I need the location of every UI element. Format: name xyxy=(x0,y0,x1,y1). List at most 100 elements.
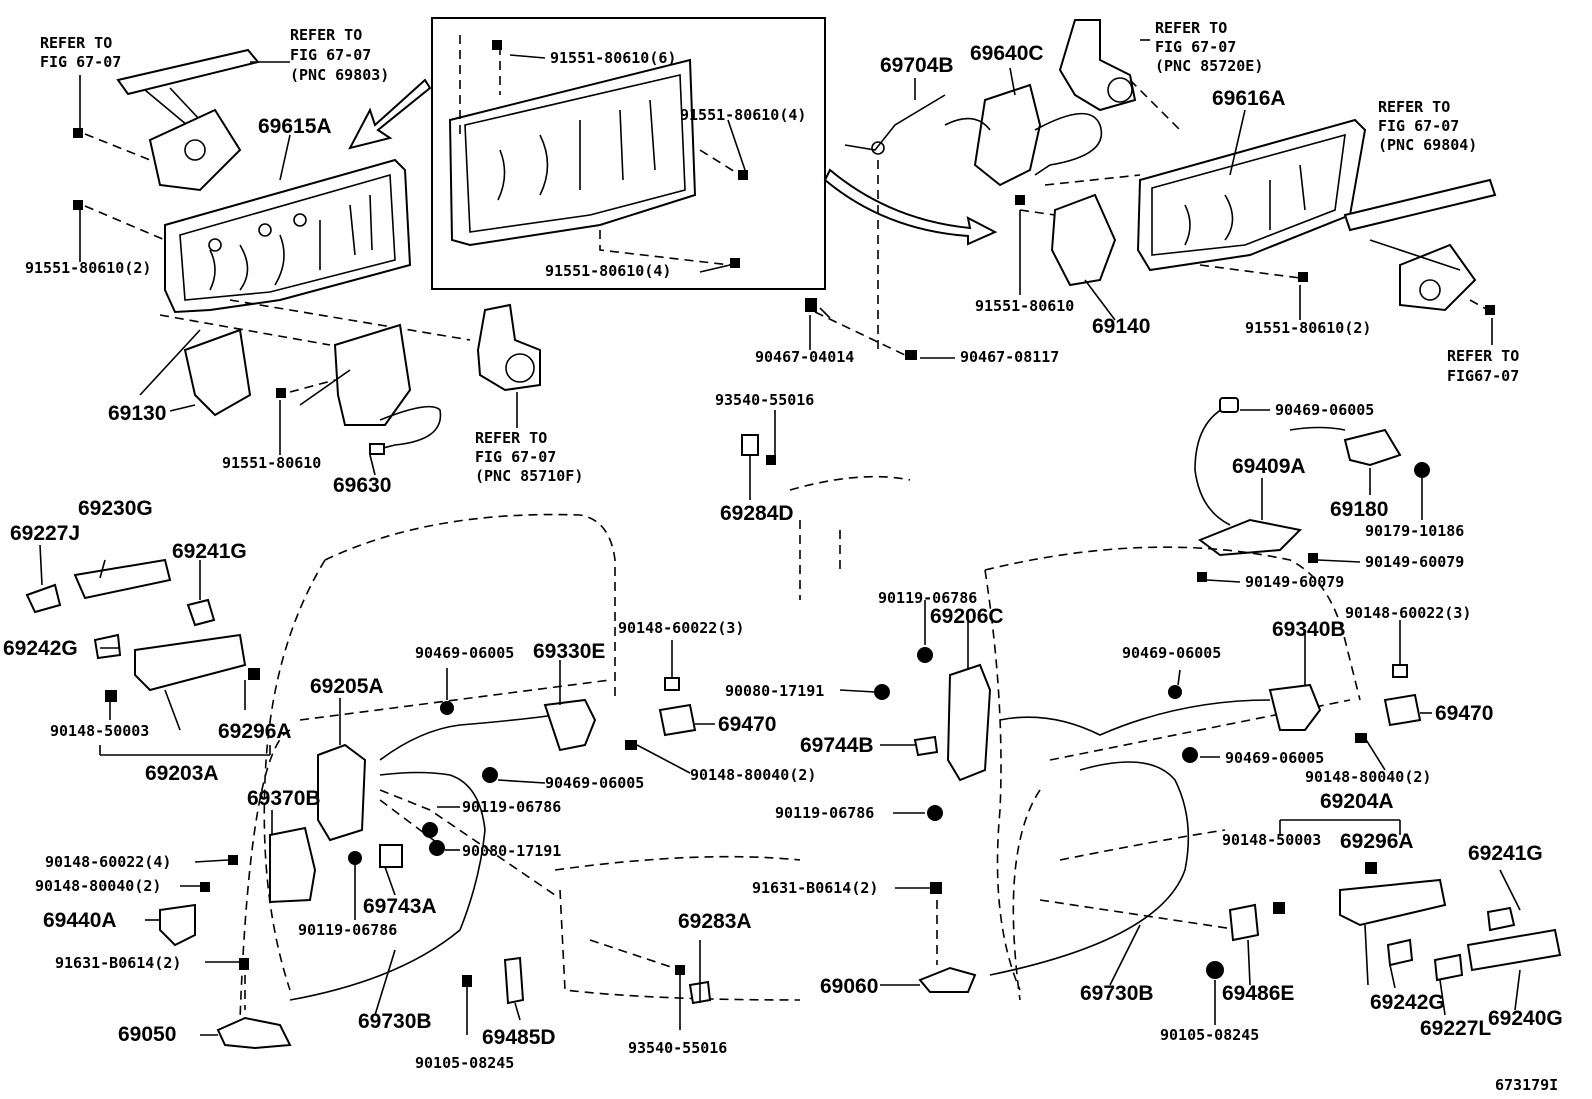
bracket-69486E xyxy=(1228,903,1260,942)
leader-lines xyxy=(39,39,1521,1036)
label-69409A: 69409A xyxy=(1232,455,1306,478)
pad-69242G-left xyxy=(93,633,122,660)
label-69616A: 69616A xyxy=(1212,87,1286,110)
lever-69050 xyxy=(216,1016,292,1050)
label-69744B: 69744B xyxy=(800,734,874,757)
label-69242G-left: 69242G xyxy=(3,637,78,660)
label-69206C: 69206C xyxy=(930,605,1004,628)
cover-69440A xyxy=(159,903,196,947)
cap-69743A xyxy=(379,844,403,868)
label-refer-69804-3: (PNC 69804) xyxy=(1378,136,1477,154)
front-latch-group xyxy=(159,434,776,1050)
door-inner-panel-69616A xyxy=(1136,118,1367,272)
label-91551-80610-4b: 91551-80610(4) xyxy=(545,262,671,280)
label-90148-50003-right: 90148-50003 xyxy=(1222,831,1321,849)
label-refer-69803-3: (PNC 69803) xyxy=(290,66,389,84)
window-regulator-left xyxy=(116,48,260,96)
label-69140: 69140 xyxy=(1092,315,1150,338)
label-90469-06005-top: 90469-06005 xyxy=(1275,401,1374,419)
label-refer-69803-2: FIG 67-07 xyxy=(290,46,371,64)
handle-69230G xyxy=(73,558,172,600)
rear-cable-group xyxy=(1194,397,1430,582)
cable-69330E xyxy=(379,714,556,761)
label-90467-08117: 90467-08117 xyxy=(960,348,1059,366)
cap-69227L xyxy=(1433,953,1464,982)
label-91631-B0614-2-right: 91631-B0614(2) xyxy=(752,879,878,897)
handle-frame-69203A xyxy=(134,633,247,692)
label-90119-06786-rlow: 90119-06786 xyxy=(775,804,874,822)
label-69296A-right: 69296A xyxy=(1340,830,1414,853)
cable-69340B xyxy=(999,699,1271,736)
label-69730B-left: 69730B xyxy=(358,1010,432,1033)
label-91551-80610-6: 91551-80610(6) xyxy=(550,49,676,67)
window-motor-85720E xyxy=(1058,19,1137,112)
label-90119-06786-low: 90119-06786 xyxy=(298,921,397,939)
label-69230G: 69230G xyxy=(78,497,153,520)
label-90148-60022-4: 90148-60022(4) xyxy=(45,853,171,871)
label-90080-17191-right: 90080-17191 xyxy=(725,682,824,700)
cover-69241G-right xyxy=(1486,906,1516,932)
label-69615A: 69615A xyxy=(258,115,332,138)
label-refer-69803-1: REFER TO xyxy=(290,26,362,44)
label-90469-06005-mid: 90469-06005 xyxy=(415,644,514,662)
bracket-69140 xyxy=(1050,193,1117,287)
label-93540-55016-top: 93540-55016 xyxy=(715,391,814,409)
label-69743A: 69743A xyxy=(363,895,437,918)
label-91551-80610-4a: 91551-80610(4) xyxy=(680,106,806,124)
label-69630: 69630 xyxy=(333,474,391,497)
label-69470-left: 69470 xyxy=(718,713,776,736)
bracket-69470-right xyxy=(1383,693,1422,727)
label-refer-85720E-1: REFER TO xyxy=(1155,19,1227,37)
label-91551-80610-right: 91551-80610 xyxy=(975,297,1074,315)
label-93540-55016-bottom: 93540-55016 xyxy=(628,1039,727,1057)
front-door-outline xyxy=(239,475,911,1021)
label-refer-69804-2: FIG 67-07 xyxy=(1378,117,1459,135)
label-69370B: 69370B xyxy=(247,787,321,810)
label-91631-B0614-2-left: 91631-B0614(2) xyxy=(55,954,181,972)
label-figure-id: 673179I xyxy=(1495,1076,1558,1094)
label-69050: 69050 xyxy=(118,1023,176,1046)
bracket-69130 xyxy=(183,328,252,417)
label-69640C: 69640C xyxy=(970,42,1044,65)
inside-handle-69206C xyxy=(946,663,992,782)
direction-arrow-curved xyxy=(823,168,998,246)
label-90149-60079-a: 90149-60079 xyxy=(1365,553,1464,571)
handle-69240G xyxy=(1466,928,1562,972)
label-refer-fig-br-2: FIG67-07 xyxy=(1447,367,1519,385)
label-90469-06005-r: 90469-06005 xyxy=(1122,644,1221,662)
handle-69180 xyxy=(1343,428,1402,467)
label-69227J: 69227J xyxy=(10,522,80,545)
window-regulator-right xyxy=(1343,178,1497,232)
label-69440A: 69440A xyxy=(43,909,117,932)
front-outside-handle-group xyxy=(25,558,271,756)
label-90148-60022-3-right: 90148-60022(3) xyxy=(1345,604,1471,622)
label-69704B: 69704B xyxy=(880,54,954,77)
label-69242G-right: 69242G xyxy=(1370,991,1445,1014)
window-motor-85710F xyxy=(476,303,541,392)
bracket-69485D xyxy=(503,956,525,1005)
rear-door-outline xyxy=(984,546,1361,1001)
label-69241G-left: 69241G xyxy=(172,540,247,563)
cable-69409A xyxy=(1194,404,1346,526)
front-door-panel-group xyxy=(73,48,541,455)
label-90080-17191-mid: 90080-17191 xyxy=(462,842,561,860)
label-90105-08245-right: 90105-08245 xyxy=(1160,1026,1259,1044)
label-69130: 69130 xyxy=(108,402,166,425)
rear-door-panel-group xyxy=(805,19,1497,360)
rear-latch-group xyxy=(874,640,1562,993)
label-90148-80040-2-right: 90148-80040(2) xyxy=(1305,768,1431,786)
label-69730B-right: 69730B xyxy=(1080,982,1154,1005)
bracket-69470-left xyxy=(658,703,697,737)
label-69180: 69180 xyxy=(1330,498,1388,521)
label-69340B: 69340B xyxy=(1272,618,1346,641)
direction-arrow-left xyxy=(348,78,432,150)
label-69296A-left: 69296A xyxy=(218,720,292,743)
cap-69284D xyxy=(741,434,759,456)
cap-69227J xyxy=(25,583,62,614)
door-lock-69640C xyxy=(973,83,1042,187)
cover-69744B xyxy=(913,735,939,757)
label-69205A: 69205A xyxy=(310,675,384,698)
label-69203A: 69203A xyxy=(145,762,219,785)
label-69283A: 69283A xyxy=(678,910,752,933)
